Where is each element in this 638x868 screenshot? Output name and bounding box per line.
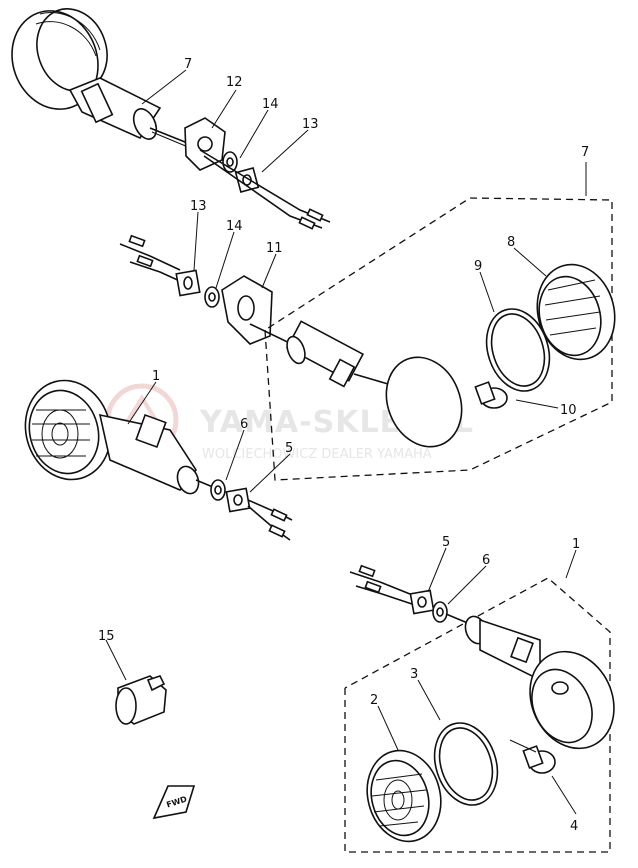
callout-1-left: 1 bbox=[152, 369, 160, 384]
callout-5-left: 5 bbox=[285, 441, 293, 456]
leader-lines bbox=[105, 69, 587, 815]
turn-signal-assembly-middle bbox=[119, 197, 616, 481]
callout-13-mid: 13 bbox=[190, 199, 207, 214]
turn-signal-assembly-left bbox=[24, 379, 293, 541]
forward-arrow-icon: FWD bbox=[152, 785, 196, 820]
callout-14-top: 14 bbox=[262, 97, 279, 112]
callout-5-bottom: 5 bbox=[442, 535, 450, 550]
callout-14-mid: 14 bbox=[226, 219, 243, 234]
callout-1-bottom: 1 bbox=[572, 537, 580, 552]
callout-4: 4 bbox=[570, 819, 578, 834]
callout-12: 12 bbox=[226, 75, 243, 90]
callout-6-left: 6 bbox=[240, 417, 248, 432]
callout-7-top: 7 bbox=[184, 57, 192, 72]
callout-numbers: 7 12 14 13 7 8 9 10 13 14 11 1 6 5 5 6 1… bbox=[98, 57, 589, 834]
callout-15: 15 bbox=[98, 629, 115, 644]
callout-6-bottom: 6 bbox=[482, 553, 490, 568]
callout-13-top: 13 bbox=[302, 117, 319, 132]
callout-11: 11 bbox=[266, 241, 283, 256]
callout-9: 9 bbox=[474, 259, 482, 274]
callout-7-box: 7 bbox=[581, 145, 589, 160]
flasher-relay bbox=[115, 675, 167, 725]
watermark-subtitle: WOLCIECHOWICZ DEALER YAMAHA bbox=[202, 447, 432, 462]
callout-8: 8 bbox=[507, 235, 515, 250]
callout-3: 3 bbox=[410, 667, 418, 682]
callout-10: 10 bbox=[560, 403, 577, 418]
turn-signal-assembly-top bbox=[11, 8, 331, 230]
callout-2: 2 bbox=[370, 693, 378, 708]
turn-signal-assembly-bottom bbox=[344, 564, 615, 853]
